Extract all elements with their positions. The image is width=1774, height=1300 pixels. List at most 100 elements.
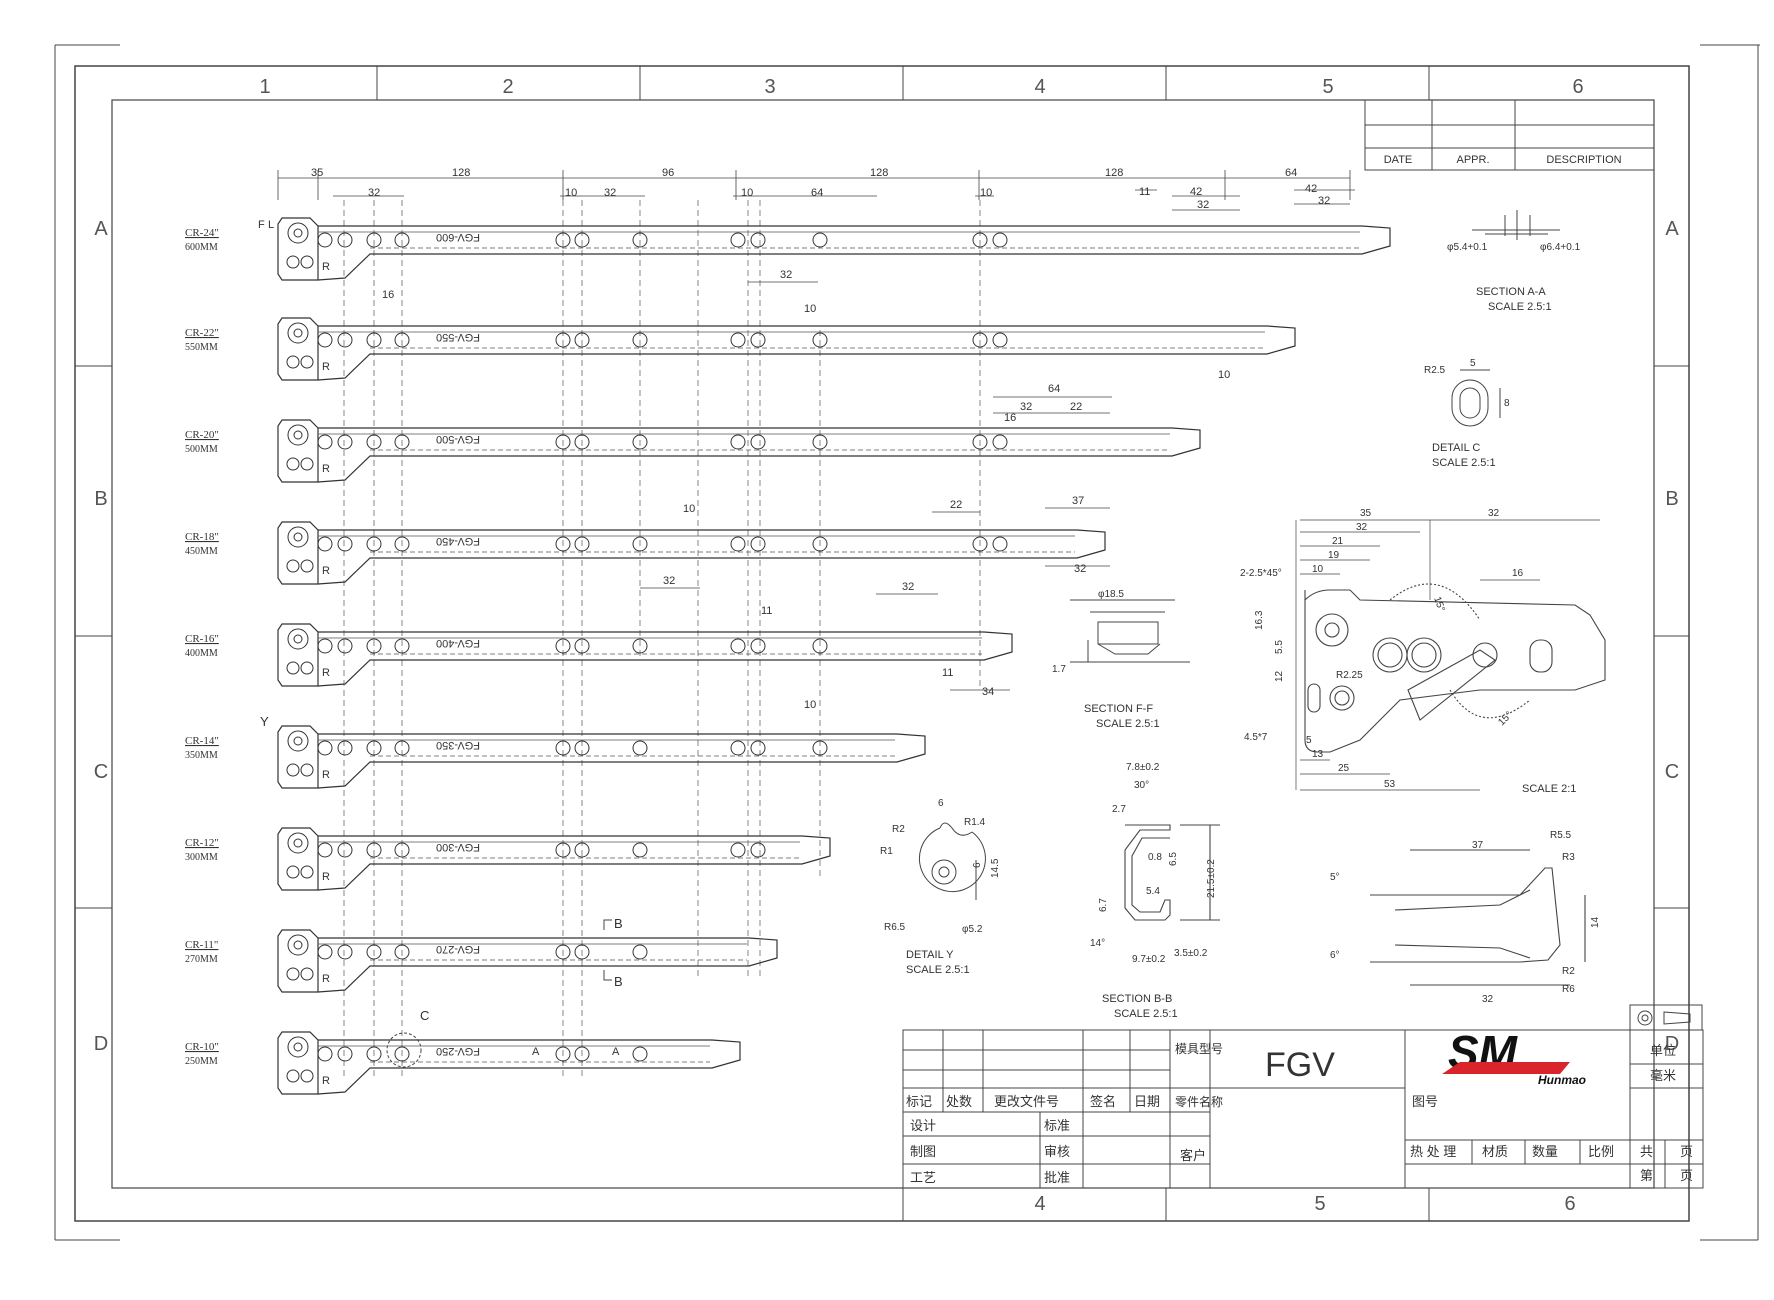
bracket-end [277,623,319,687]
rail-hole [317,536,333,552]
bracket-hole [293,430,303,440]
slide-end-detail-labels: 37 R5.5 R3 5° 14 6° R2 R6 32 [1330,830,1601,1005]
bracket-hole [286,559,300,573]
rail-hole [632,332,648,348]
detail-c-height: 8 [1504,398,1510,409]
rail-hole [366,944,382,960]
enlarged-dim: 19 [1328,550,1340,561]
dim-32: 32 [780,269,792,281]
bracket-hole [287,322,309,344]
zone-row-label: B [94,488,107,510]
enlarged-dim: 5 [1306,735,1312,746]
rail-hole [337,536,353,552]
rail-hole [730,434,746,450]
section-ff-diameter: φ18.5 [1098,589,1124,600]
bracket-hole [287,1036,309,1058]
end-dim: R3 [1562,852,1575,863]
rail-hole [317,332,333,348]
bracket-hole [287,222,309,244]
detail-y-dim: 6 [938,798,944,809]
detail-y-dim: 14.5 [990,858,1001,878]
dim-34: 34 [982,686,994,698]
rail-hole [317,1046,333,1062]
slide-marking: FGV-350 [436,739,480,751]
rail-hole [750,332,766,348]
bracket-hole [287,424,309,446]
rail-hole [555,842,571,858]
bracket-end [277,929,319,993]
bracket-hole [293,1042,303,1052]
end-dim: 5° [1330,872,1340,883]
bracket-hole [300,457,314,471]
rail-hole [555,638,571,654]
rail-hole [366,1046,382,1062]
rail-hole [394,434,410,450]
enlarged-dim: 53 [1384,779,1396,790]
tb-bottom-header: 共 [1640,1144,1653,1159]
section-bb-dim: 7.8±0.2 [1126,762,1160,773]
rev-date-header: DATE [1384,154,1413,166]
marker-f: F [258,219,265,231]
dim-10: 10 [804,303,816,315]
rail-hole [337,232,353,248]
revision-table [1364,99,1655,171]
zone-row-label: D [94,1033,108,1055]
rail-hole [366,638,382,654]
detail-c-width: 5 [1470,358,1476,369]
tb-bottom-header: 热 处 理 [1410,1144,1456,1159]
slide-size: 600MM [185,242,218,253]
rail-hole [992,536,1008,552]
bracket-hole [300,1069,314,1083]
rev-description-header: DESCRIPTION [1546,154,1621,166]
zone-row-label: A [1665,218,1679,240]
marker-a: A [612,1046,620,1058]
bracket-end [277,1031,319,1095]
slide-end-detail [1370,849,1586,986]
bracket-end [277,521,319,585]
slide-rail [317,427,1201,483]
rail-hole [337,842,353,858]
enlarged-end-detail [1304,583,1606,753]
rail-hole [555,944,571,960]
section-ff-thickness: 1.7 [1052,664,1066,675]
marker-b: B [614,974,623,989]
slide-rail [317,733,926,789]
bracket-hole [300,559,314,573]
dim-11: 11 [1139,186,1150,198]
zone-column-label: 4 [1034,1193,1045,1215]
rail-hole [366,232,382,248]
tb-header: 更改文件号 [994,1094,1059,1109]
detail-y-title: DETAIL Y [906,949,954,961]
slide-code: CR-14" [185,735,219,747]
dim-32: 32 [902,581,914,593]
rail-hole [972,536,988,552]
slide-profiles: CR-24"600MMRFGV-600CR-22"550MMRFGV-550CR… [185,217,1391,1095]
tb-page-label: 第 [1640,1168,1653,1183]
dim-64: 64 [1048,383,1060,395]
rail-hole [750,434,766,450]
slide-rail [317,937,778,993]
rail-hole [632,1046,648,1062]
zone-column-label: 5 [1322,76,1333,98]
section-bb-labels: 7.8±0.2 30° 2.7 0.8 6.5 5.4 21.5±0.2 6.7… [1090,762,1217,965]
bracket-hole [287,730,309,752]
section-ff-title: SECTION F-F [1084,703,1153,715]
dim-22: 22 [1070,401,1082,413]
rail-hole [394,536,410,552]
dim-10: 10 [1218,369,1230,381]
end-dim: R6 [1562,984,1575,995]
enlarged-dim: 32 [1356,522,1368,533]
slide-marking: FGV-450 [436,535,480,547]
bracket-hole [300,355,314,369]
slide-rail [317,325,1296,381]
enlarged-dim-labels: 35 32 32 21 19 10 16 2-2.5*45° 16.3 5.5 … [1240,508,1524,790]
rail-hole [750,638,766,654]
detail-c-radius: R2.5 [1424,365,1446,376]
section-cut-markers [386,919,612,1068]
rail-hole [750,842,766,858]
slide-code: CR-22" [185,327,219,339]
